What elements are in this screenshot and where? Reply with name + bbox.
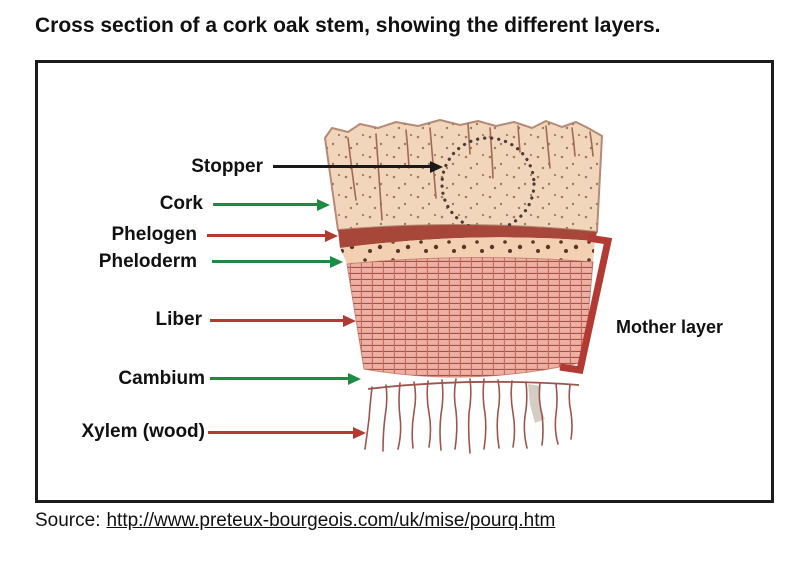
- source-line: Source:http://www.preteux-bourgeois.com/…: [35, 510, 555, 532]
- xylem-layer: [364, 378, 580, 454]
- page-title: Cross section of a cork oak stem, showin…: [35, 14, 661, 37]
- liber-arrow-icon: [210, 314, 356, 327]
- stem-diagram: [324, 119, 613, 454]
- source-prefix: Source:: [35, 510, 101, 531]
- pheloderm-layer: [340, 237, 595, 264]
- source-url[interactable]: http://www.preteux-bourgeois.com/uk/mise…: [106, 510, 556, 531]
- mother-layer-bracket: [559, 234, 613, 374]
- label-pheloderm: Pheloderm: [98, 251, 197, 272]
- stopper-arrow-icon: [273, 160, 443, 173]
- label-stopper: Stopper: [191, 156, 263, 177]
- phelogen-layer: [338, 224, 597, 248]
- xylem-arrow-icon: [208, 426, 366, 439]
- liber-layer: [346, 256, 594, 378]
- cork-arrow-icon: [213, 198, 330, 211]
- label-liber: Liber: [155, 309, 202, 330]
- figure-frame: Stopper Cork Phelogen Pheloderm Liber Ca…: [35, 60, 774, 503]
- cork-layer: [324, 119, 603, 233]
- label-xylem: Xylem (wood): [81, 421, 205, 442]
- pheloderm-arrow-icon: [212, 255, 343, 268]
- phelogen-arrow-icon: [207, 229, 338, 242]
- label-phelogen: Phelogen: [111, 224, 197, 245]
- mother-layer-label: Mother layer: [616, 317, 724, 337]
- label-cork: Cork: [159, 193, 203, 214]
- xylem-grain-lines: [364, 378, 573, 454]
- label-cambium: Cambium: [118, 368, 205, 389]
- cambium-arrow-icon: [210, 372, 361, 385]
